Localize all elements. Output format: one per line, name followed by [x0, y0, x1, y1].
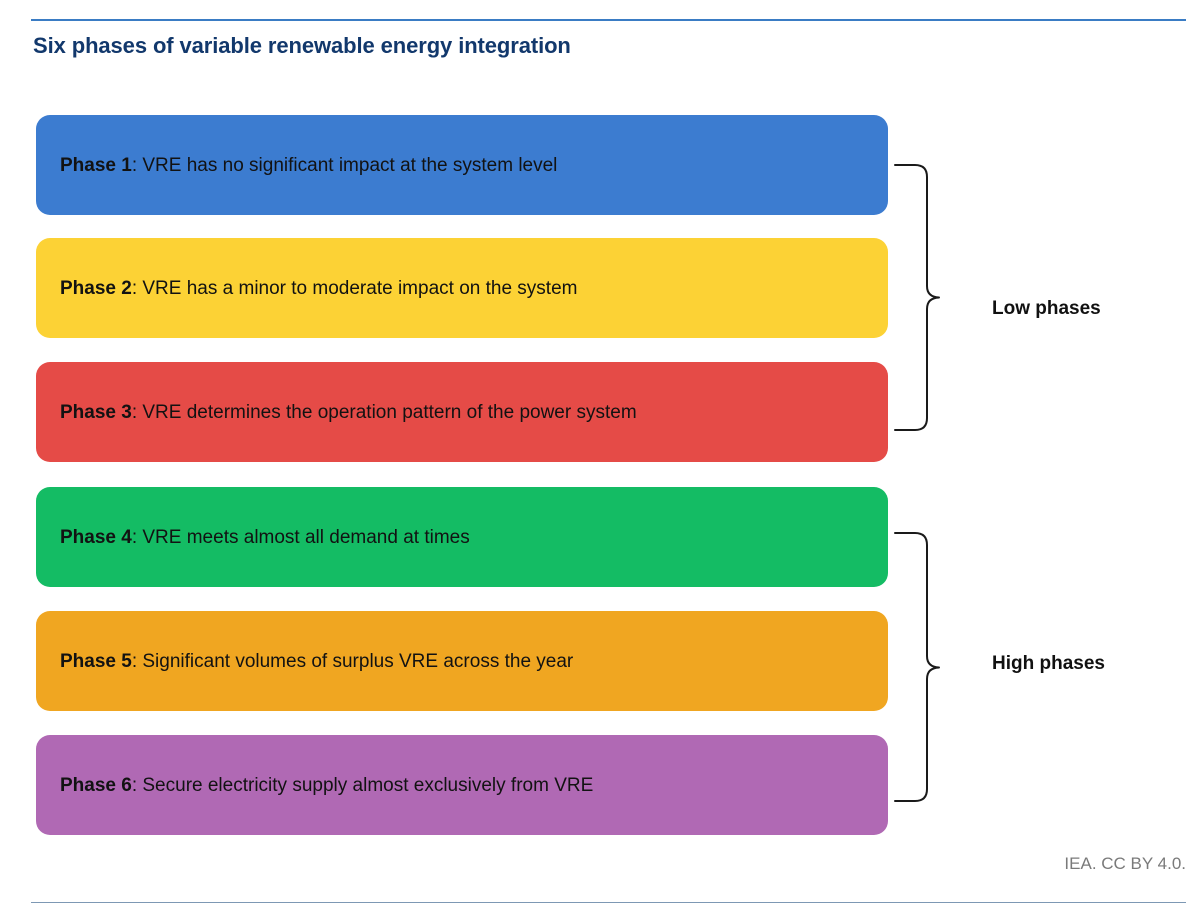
- phase-5-text: Phase 5: Significant volumes of surplus …: [60, 651, 573, 673]
- phase-5-label: Phase 5: [60, 651, 132, 672]
- phase-bar-3[interactable]: Phase 3: VRE determines the operation pa…: [36, 362, 888, 462]
- high-phases-label: High phases: [992, 653, 1105, 674]
- phase-bar-6[interactable]: Phase 6: Secure electricity supply almos…: [36, 735, 888, 835]
- phase-2-text: Phase 2: VRE has a minor to moderate imp…: [60, 278, 577, 300]
- phase-6-label: Phase 6: [60, 775, 132, 796]
- phase-bar-1[interactable]: Phase 1: VRE has no significant impact a…: [36, 115, 888, 215]
- phase-3-label: Phase 3: [60, 402, 132, 423]
- phase-bar-5[interactable]: Phase 5: Significant volumes of surplus …: [36, 611, 888, 711]
- phase-1-label: Phase 1: [60, 155, 132, 176]
- high-phases-brace: [893, 528, 968, 806]
- phase-1-text: Phase 1: VRE has no significant impact a…: [60, 155, 557, 177]
- page-title: Six phases of variable renewable energy …: [33, 33, 571, 58]
- phase-bar-2[interactable]: Phase 2: VRE has a minor to moderate imp…: [36, 238, 888, 338]
- iea-license-credit: IEA. CC BY 4.0.: [1064, 854, 1186, 873]
- phase-4-text: Phase 4: VRE meets almost all demand at …: [60, 527, 470, 549]
- phase-2-description: : VRE has a minor to moderate impact on …: [131, 278, 578, 299]
- phase-5-description: : Significant volumes of surplus VRE acr…: [131, 651, 574, 672]
- phase-2-label: Phase 2: [60, 278, 132, 299]
- phase-bar-4[interactable]: Phase 4: VRE meets almost all demand at …: [36, 487, 888, 587]
- low-phases-brace: [893, 160, 968, 435]
- phase-4-description: : VRE meets almost all demand at times: [131, 527, 470, 548]
- bottom-divider-rule: [31, 902, 1186, 903]
- phase-6-description: : Secure electricity supply almost exclu…: [131, 775, 594, 796]
- phase-3-text: Phase 3: VRE determines the operation pa…: [60, 402, 637, 424]
- phase-1-description: : VRE has no significant impact at the s…: [131, 155, 558, 176]
- phase-4-label: Phase 4: [60, 527, 132, 548]
- low-phases-label: Low phases: [992, 298, 1101, 319]
- top-divider-rule: [31, 19, 1186, 21]
- phase-3-description: : VRE determines the operation pattern o…: [131, 402, 637, 423]
- phase-6-text: Phase 6: Secure electricity supply almos…: [60, 775, 593, 797]
